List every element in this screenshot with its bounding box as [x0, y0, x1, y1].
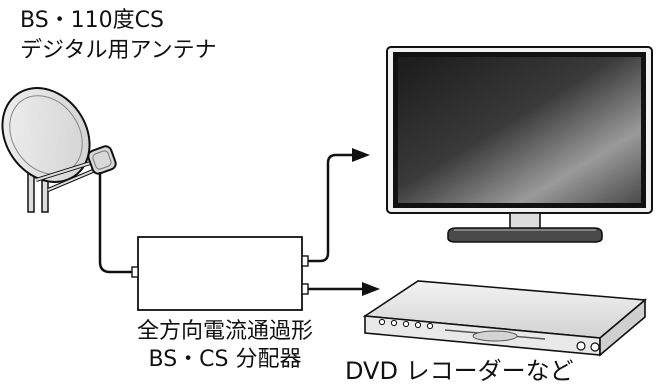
- antenna-label-line1: BS・110度CS: [20, 8, 164, 33]
- cable-dish-to-splitter: [98, 172, 134, 274]
- recorder-label: DVD レコーダーなど: [345, 357, 574, 385]
- splitter-label-line1: 全方向電流通過形: [136, 319, 313, 344]
- satellite-dish-icon: [1, 87, 117, 213]
- splitter-label-line2: BS・CS 分配器: [148, 347, 302, 372]
- television-icon: [386, 46, 653, 243]
- splitter-box-icon: [131, 236, 309, 311]
- dvd-recorder-icon: [362, 280, 647, 357]
- cable-splitter-to-recorder: [308, 282, 380, 296]
- antenna-label-line2: デジタル用アンテナ: [20, 38, 217, 63]
- cable-splitter-to-tv: [308, 148, 370, 263]
